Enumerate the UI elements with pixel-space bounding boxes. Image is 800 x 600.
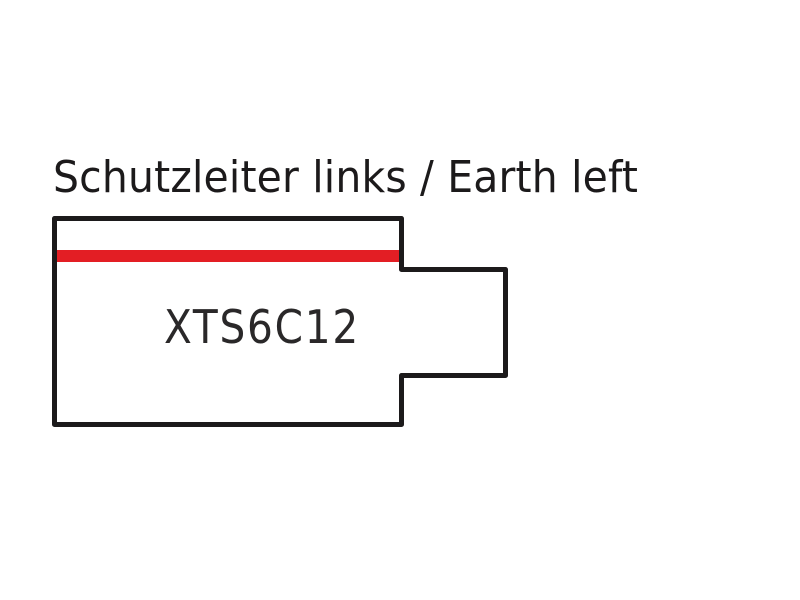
connector-outline <box>52 216 508 427</box>
part-number-label: XTS6C12 <box>164 300 360 354</box>
diagram-title: Schutzleiter links / Earth left <box>53 152 639 203</box>
earth-conductor-band <box>54 250 401 262</box>
